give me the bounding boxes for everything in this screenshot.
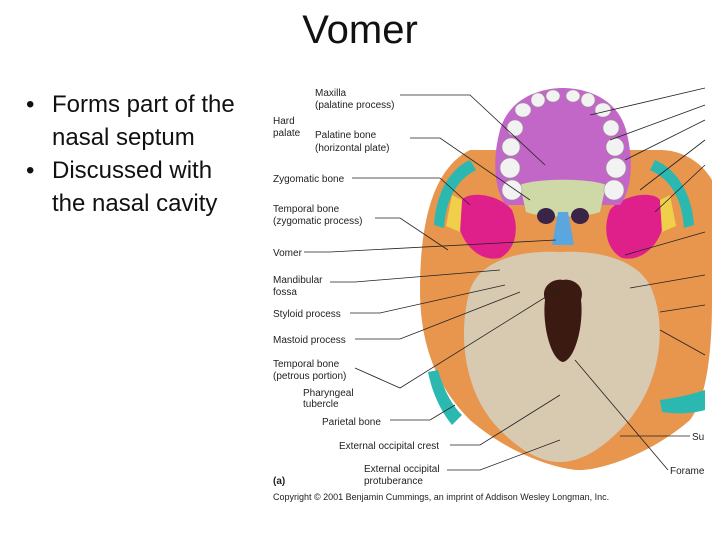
label-foramen-partial: Forame [670,466,705,477]
vomer-bone [552,212,574,245]
label-ext-occ-prot-1: External occipital [364,464,440,475]
foramen-magnum [544,279,582,362]
maxilla-palatine-process [495,88,631,205]
choana-right [571,208,589,224]
palatine-bone [520,179,606,217]
label-pharyngeal-1: Pharyngeal [303,388,354,399]
teeth-upper [499,89,627,201]
zygomatic-arch-right [650,160,694,228]
label-styloid: Styloid process [273,309,341,320]
label-pharyngeal-2: tubercle [303,399,339,410]
bullet-dot: • [26,91,35,118]
label-temporal-zyg-sub: (zygomatic process) [273,216,362,227]
leader-lines [304,87,706,471]
label-maxilla: Maxilla [315,88,347,99]
copyright-text: Copyright © 2001 Benjamin Cummings, an i… [273,492,609,502]
panel-label: (a) [273,476,285,487]
slide-title: Vomer [302,8,418,52]
label-ext-occ-prot-2: protuberance [364,476,423,487]
label-zygomatic: Zygomatic bone [273,174,345,185]
choana-left [537,208,555,224]
label-palatine: Palatine bone [315,130,377,141]
label-temporal-pet-sub: (petrous portion) [273,371,346,382]
label-hard-palate-2: palate [273,128,301,139]
label-temporal-pet: Temporal bone [273,359,340,370]
zygomatic-bone-right [606,194,662,259]
sphenoid-bright-left [446,195,462,232]
sphenoid-bright-right [660,195,676,232]
label-ext-occ-crest: External occipital crest [339,441,439,452]
label-hard-palate-1: Hard [273,116,295,127]
label-mandibular-2: fossa [273,287,297,298]
parietal-bone-left [428,370,462,425]
label-mastoid: Mastoid process [273,335,346,346]
bullet-list: • Forms part of the nasal septum • Discu… [22,88,252,220]
label-vomer: Vomer [273,248,303,259]
skull-inferior-view-diagram: Maxilla (palatine process) Hard palate P… [273,87,712,502]
parietal-bone-right [660,390,705,414]
label-temporal-zyg: Temporal bone [273,204,340,215]
label-sup-partial: Su [692,432,704,443]
label-palatine-sub: (horizontal plate) [315,143,389,154]
label-maxilla-sub: (palatine process) [315,100,394,111]
label-mandibular-1: Mandibular [273,275,323,286]
bullet-item: • Forms part of the nasal septum [22,88,252,154]
label-parietal: Parietal bone [322,417,381,428]
zygomatic-arch-left [434,160,476,228]
bullet-text: Forms part of the nasal septum [52,91,235,151]
bullet-dot: • [26,157,35,184]
bullet-text: Discussed with the nasal cavity [52,157,218,217]
bullet-item: • Discussed with the nasal cavity [22,154,252,220]
